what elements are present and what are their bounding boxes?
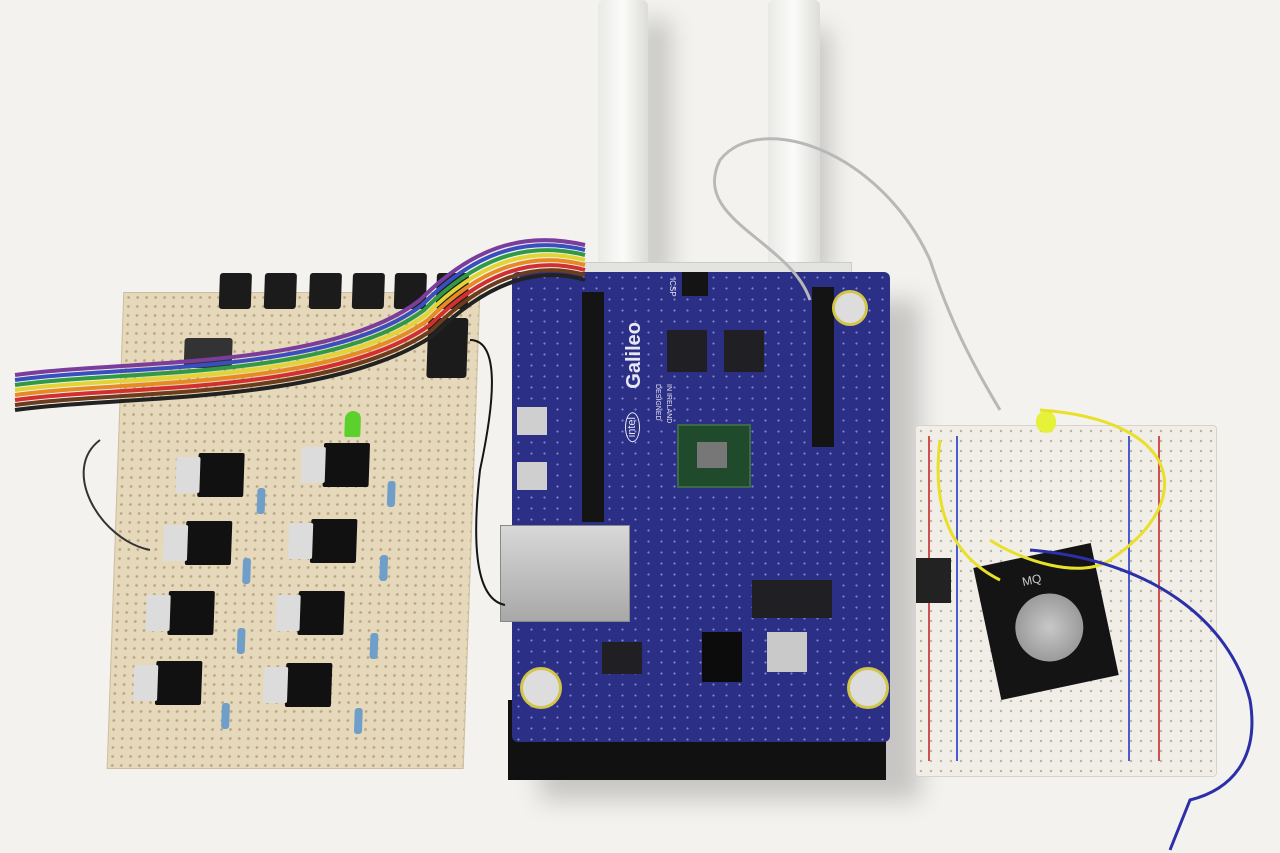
rainbow-ribbon-cable [14,238,586,412]
pin-header [812,287,834,447]
black-wire [82,439,151,551]
wifi-antenna-left [598,0,648,280]
grey-wire [712,137,1002,411]
blue-wire [1029,548,1254,851]
power-rail-blue [956,436,958,761]
origin-text-2: IN IRELAND [665,384,672,424]
ethernet-jack [500,525,630,622]
transistor [916,558,951,603]
mounting-screw [520,667,562,709]
soc-die [697,442,727,468]
chip [602,642,642,674]
yellow-led [1036,411,1056,433]
icsp-label: ICSP [668,278,677,297]
power-rail-blue [1128,436,1130,761]
mounting-screw [847,667,889,709]
icsp-header [682,272,708,296]
sd-card-slot [767,632,807,672]
usb-port [517,407,547,435]
memory-chip [724,330,764,372]
controller-chip [752,580,832,618]
pin-header [582,292,604,522]
yellow-wire [936,439,1001,582]
memory-chip [667,330,707,372]
origin-text-1: DESIGNED [654,384,661,421]
black-wire [469,339,506,606]
yellow-wire [989,408,1166,570]
power-rail-red [1158,436,1160,761]
mounting-screw [832,290,868,326]
power-jack [702,632,742,682]
usb-port [517,462,547,490]
breadboard: MQ [915,411,1217,777]
galileo-board: ICSP Galileo intel DESIGNED IN IRELAND [512,272,890,742]
